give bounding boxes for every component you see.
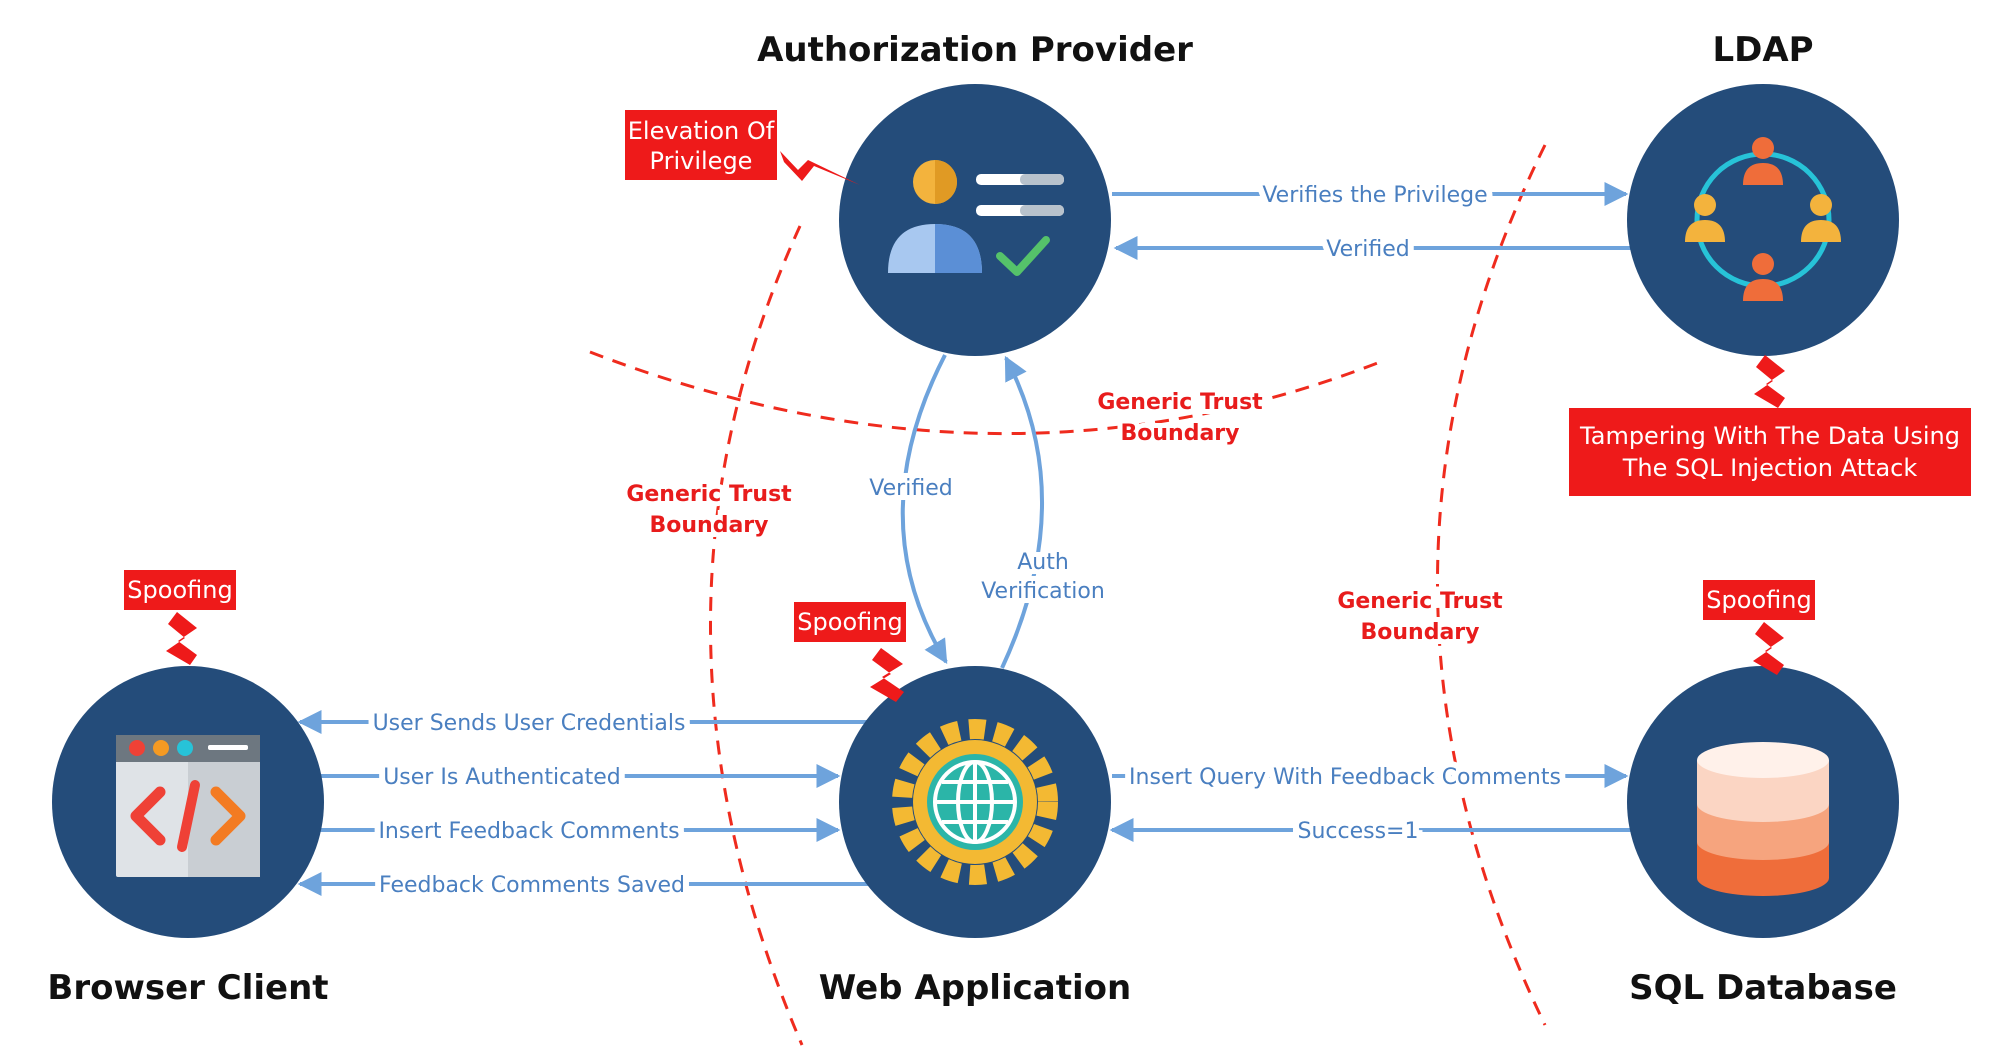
user-network-icon (1685, 137, 1841, 301)
trust-boundary-left (709, 225, 804, 1046)
edge-insert-feedback: Insert Feedback Comments (378, 819, 679, 844)
trust-boundaries (589, 144, 1547, 1046)
threat-box-spoofing-sql (1703, 580, 1815, 620)
threat-spoofing-sql: Spoofing (1706, 586, 1811, 614)
globe-gear-icon (892, 719, 1058, 885)
edge-insert-query: Insert Query With Feedback Comments (1129, 765, 1561, 790)
edge-user-authenticated: User Is Authenticated (383, 765, 621, 790)
trust-right-line2: Boundary (1361, 620, 1480, 645)
edge-success: Success=1 (1298, 819, 1419, 844)
user-checklist-icon (888, 160, 1064, 276)
threat-spoofing-browser: Spoofing (127, 576, 232, 604)
bolt-tampering-icon (1754, 355, 1785, 408)
code-window-icon (116, 735, 260, 877)
bolt-spoofing-sql-icon (1753, 622, 1784, 675)
threat-elevation-line1: Elevation Of (628, 117, 775, 145)
bolt-spoofing-browser-icon (166, 612, 197, 665)
node-ldap (1627, 84, 1899, 356)
node-label-web-app: Web Application (819, 968, 1131, 1008)
threat-labels: Elevation Of Privilege Tampering With Th… (124, 110, 1971, 642)
node-web-app (839, 666, 1111, 938)
edge-app-verified: Verified (869, 476, 952, 501)
edge-verifies-privilege: Verifies the Privilege (1262, 183, 1487, 208)
bolt-elevation-icon (780, 151, 860, 185)
node-auth-provider (839, 84, 1111, 356)
ldap-circle (1627, 84, 1899, 356)
threat-elevation-line2: Privilege (650, 147, 753, 175)
database-icon (1697, 742, 1829, 896)
edge-user-sends-credentials: User Sends User Credentials (373, 711, 686, 736)
node-sql-db (1627, 666, 1899, 938)
trust-boundary-labels: Generic Trust Boundary Generic Trust Bou… (621, 385, 1508, 650)
flow-labels: Verifies the Privilege Verified Verified… (367, 177, 1567, 904)
edge-auth-verification-2: Verification (981, 579, 1105, 604)
flow-app-verified (900, 354, 948, 665)
trust-left-line1: Generic Trust (626, 482, 792, 507)
trust-boundary-top (589, 350, 1381, 436)
trust-left-line2: Boundary (650, 513, 769, 538)
node-label-auth-provider: Authorization Provider (757, 30, 1193, 70)
trust-top-line1: Generic Trust (1097, 390, 1263, 415)
bolt-spoofing-webapp-icon (870, 648, 904, 702)
trust-right-line1: Generic Trust (1337, 589, 1503, 614)
threat-box-spoofing-browser (124, 570, 236, 610)
node-browser-client (52, 666, 324, 938)
threat-box-tampering (1569, 408, 1971, 496)
threat-box-elevation (625, 110, 777, 180)
threat-spoofing-webapp: Spoofing (797, 608, 902, 636)
threat-bolts (166, 151, 1785, 702)
node-label-browser-client: Browser Client (47, 968, 328, 1008)
edge-feedback-saved: Feedback Comments Saved (379, 873, 685, 898)
edge-ldap-verified: Verified (1326, 237, 1409, 262)
edge-auth-verification-1: Auth (1017, 550, 1069, 575)
node-label-ldap: LDAP (1712, 30, 1813, 70)
flow-auth-verification (1000, 355, 1044, 669)
trust-boundary-right (1436, 144, 1547, 1026)
threat-box-spoofing-webapp (794, 602, 906, 642)
auth-provider-circle (839, 84, 1111, 356)
trust-top-line2: Boundary (1121, 421, 1240, 446)
threat-tampering-line2: The SQL Injection Attack (1622, 454, 1918, 482)
node-labels: Authorization Provider LDAP Browser Clie… (47, 30, 1896, 1008)
threat-tampering-line1: Tampering With The Data Using (1579, 422, 1960, 450)
node-label-sql-db: SQL Database (1629, 968, 1897, 1008)
data-flows (297, 182, 1636, 896)
